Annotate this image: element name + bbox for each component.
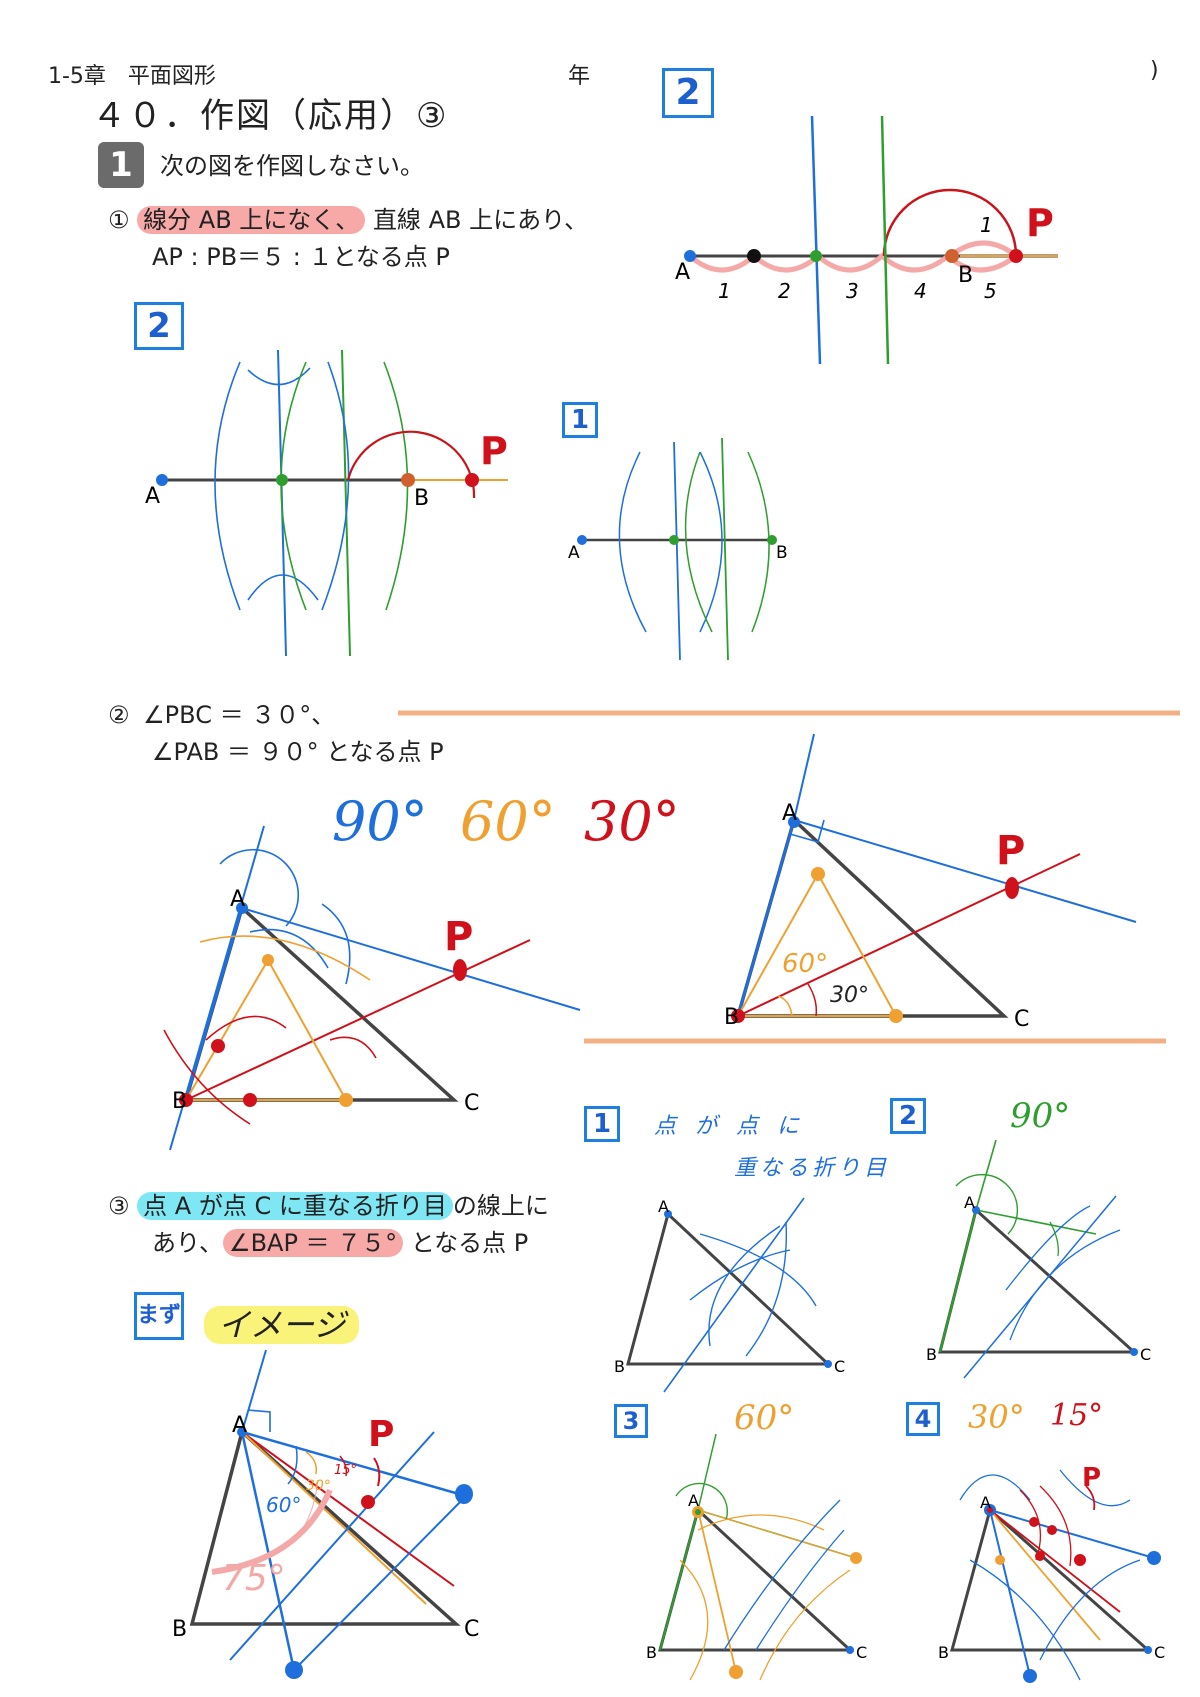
q3-diagram-image: A B C P 60° 30° 15° 75° xyxy=(172,1349,479,1679)
q1-diagram-step1: A B xyxy=(568,437,788,661)
svg-text:1: 1 xyxy=(980,213,993,237)
q1tr-label-b: B xyxy=(958,263,973,288)
note-image: イメージ xyxy=(204,1300,360,1346)
question-2: ② ∠PBC ＝ ３０°、 ∠PAB ＝ ９０° となる点 P xyxy=(108,701,444,766)
note-q3-step4-30deg: 30° xyxy=(968,1398,1025,1436)
svg-text:C: C xyxy=(856,1643,867,1662)
svg-text:P: P xyxy=(480,429,508,473)
svg-text:3: 3 xyxy=(846,279,859,303)
svg-text:B: B xyxy=(614,1357,625,1376)
step-badge-q1-left-2: 2 xyxy=(134,302,184,350)
q1-diagram-top-right: A B P 1 2 3 4 5 1 xyxy=(675,115,1058,365)
svg-text:75°: 75° xyxy=(222,1558,286,1599)
svg-text:A: A xyxy=(232,1413,247,1438)
svg-text:B: B xyxy=(724,1005,739,1030)
svg-text:30°: 30° xyxy=(306,1478,331,1494)
section-badge: 1 xyxy=(98,142,144,188)
svg-text:A: A xyxy=(964,1193,975,1212)
note-60deg: 60° xyxy=(460,790,556,853)
svg-text:C: C xyxy=(464,1617,479,1642)
q2-diagram-right: A B C P 60° 30° xyxy=(724,733,1137,1032)
svg-text:B: B xyxy=(646,1643,657,1662)
q3-highlight-angle: ∠BAP ＝ ７５° xyxy=(223,1229,404,1257)
step-badge-first: まず xyxy=(134,1292,184,1340)
question-1: ① 線分 AB 上になく、 直線 AB 上にあり、 AP : PB＝５ : １と… xyxy=(108,206,589,271)
svg-text:A: A xyxy=(688,1491,699,1510)
q2-diagram-left: A B C P xyxy=(163,825,581,1151)
svg-text:B: B xyxy=(414,486,429,511)
svg-text:C: C xyxy=(1014,1007,1029,1032)
svg-text:4: 4 xyxy=(914,279,927,303)
svg-text:A: A xyxy=(658,1197,669,1216)
note-q3-step4-15deg: 15° xyxy=(1050,1398,1104,1433)
step-badge-q3-1: 1 xyxy=(584,1106,620,1142)
question-3: ③ 点 A が点 C に重なる折り目の線上に あり、∠BAP ＝ ７５° となる… xyxy=(108,1192,549,1257)
svg-text:C: C xyxy=(1140,1345,1151,1364)
step-badge-q1-1: 1 xyxy=(562,402,598,438)
step-badge-q3-2: 2 xyxy=(890,1098,926,1134)
svg-text:60°: 60° xyxy=(266,1493,301,1517)
svg-text:C: C xyxy=(464,1091,479,1116)
svg-text:B: B xyxy=(938,1643,949,1662)
note-30deg: 30° xyxy=(584,790,680,853)
q3-diagram-step1: A B C xyxy=(614,1197,845,1393)
section-instruction: 次の図を作図しなさい。 xyxy=(160,152,424,180)
svg-text:P: P xyxy=(368,1414,394,1455)
svg-text:B: B xyxy=(172,1089,187,1114)
q1tr-label-a: A xyxy=(675,260,690,285)
svg-text:A: A xyxy=(568,543,580,563)
svg-text:A: A xyxy=(782,801,797,826)
note-q3-step2-90deg: 90° xyxy=(1010,1096,1071,1136)
svg-text:1: 1 xyxy=(718,279,731,303)
note-q3-step3-60deg: 60° xyxy=(734,1398,795,1438)
note-fold-line2: 重なる折り目 xyxy=(734,1156,891,1181)
svg-text:P: P xyxy=(444,914,473,960)
svg-text:B: B xyxy=(776,543,788,563)
q3-diagram-step3: A B C xyxy=(646,1433,867,1681)
svg-text:B: B xyxy=(172,1617,187,1642)
q3-diagram-step4: A B C P xyxy=(938,1463,1165,1683)
svg-text:A: A xyxy=(980,1493,991,1512)
svg-text:5: 5 xyxy=(984,279,997,303)
svg-text:15°: 15° xyxy=(334,1463,357,1478)
svg-text:B: B xyxy=(926,1345,937,1364)
svg-text:60°: 60° xyxy=(782,949,828,979)
page-title: ４０．作図（応用）③ xyxy=(92,96,449,136)
svg-text:C: C xyxy=(1154,1643,1165,1662)
svg-text:2: 2 xyxy=(778,279,791,303)
svg-text:A: A xyxy=(230,887,245,912)
svg-text:30°: 30° xyxy=(830,983,869,1008)
step-badge-q1-top-2: 2 xyxy=(662,68,714,118)
q3-highlight-fold: 点 A が点 C に重なる折り目 xyxy=(137,1192,453,1220)
q1-diagram-step2: A B P xyxy=(145,349,508,657)
q1tr-label-p: P xyxy=(1026,201,1054,245)
svg-text:A: A xyxy=(145,484,160,509)
note-90deg: 90° xyxy=(332,790,428,853)
q1-highlight: 線分 AB 上になく、 xyxy=(137,206,366,234)
q3-diagram-step2: A B C xyxy=(926,1139,1151,1379)
name-close-paren: ) xyxy=(1150,58,1159,83)
step-badge-q3-3: 3 xyxy=(614,1404,648,1438)
year-label: 年 xyxy=(568,64,591,89)
svg-text:P: P xyxy=(1082,1463,1101,1493)
step-badge-q3-4: 4 xyxy=(906,1402,940,1436)
svg-text:C: C xyxy=(834,1357,845,1376)
chapter-label: 1-5章 平面図形 xyxy=(48,64,216,89)
svg-text:P: P xyxy=(996,828,1025,874)
note-fold-line1: 点 が 点 に xyxy=(654,1114,805,1139)
